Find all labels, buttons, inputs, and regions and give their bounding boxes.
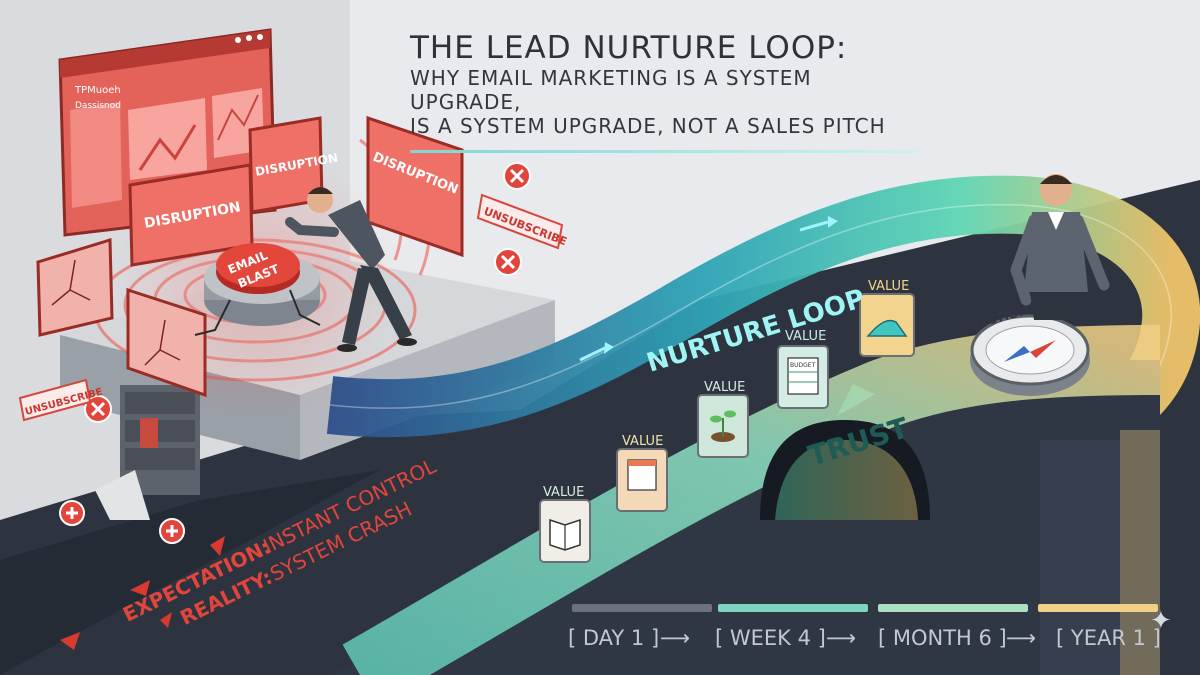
subtitle-line-1: WHY EMAIL MARKETING IS A SYSTEM UPGRADE, [410,66,812,114]
guide-man [1010,174,1110,320]
value-card-sprout [697,394,749,458]
timeline: [ DAY 1 ] ⟶ [ WEEK 4 ] ⟶ [ MONTH 6 ] ⟶ [… [560,600,1180,660]
error-x-icons [59,162,531,544]
timeline-label-day1: [ DAY 1 ] [568,626,660,650]
value-label-1: VALUE [543,485,584,500]
value-card-calendar [616,448,668,512]
red-shards [60,536,225,650]
email-blast-button-illustration [194,243,321,336]
cracked-panel-lower [126,287,207,398]
value-label-3: VALUE [704,380,745,395]
timeline-label-week4: [ WEEK 4 ] [715,626,826,650]
title-underline [410,150,918,153]
page-title: THE LEAD NURTURE LOOP: [410,30,848,66]
timeline-arrow-icon: ⟶ [1006,626,1037,650]
value-card-budget: BUDGET [777,345,829,409]
timeline-bar-month6 [878,604,1028,612]
value-card-book [539,499,591,563]
timeline-arrow-icon: ⟶ [660,626,691,650]
timeline-bar-day1 [572,604,712,612]
timeline-bar-year1 [1038,604,1158,612]
window-subtitle-text: Dassisnod [75,101,121,111]
timeline-label-year1: [ YEAR 1 ] [1056,626,1161,650]
timeline-arrow-icon: ⟶ [826,626,857,650]
timeline-bar-week4 [718,604,868,612]
budget-label: BUDGET [790,362,816,369]
header: THE LEAD NURTURE LOOP: WHY EMAIL MARKETI… [410,30,930,153]
value-card-shoe [859,293,915,357]
subtitle-line-2: IS A SYSTEM UPGRADE, NOT A SALES PITCH [410,114,886,138]
value-label-5: VALUE [868,279,909,294]
cracked-panel-left [36,237,114,337]
frustrated-man [285,187,417,352]
disruption-panel-center: DISRUPTION [128,163,254,267]
window-title-text: TPMuoeh [74,85,121,96]
timeline-label-month6: [ MONTH 6 ] [878,626,1007,650]
sparkle-icon: ✦ [1150,606,1172,636]
value-label-4: VALUE [785,329,826,344]
value-label-2: VALUE [622,434,663,449]
direction-compass: DIRECTION [955,303,1090,396]
